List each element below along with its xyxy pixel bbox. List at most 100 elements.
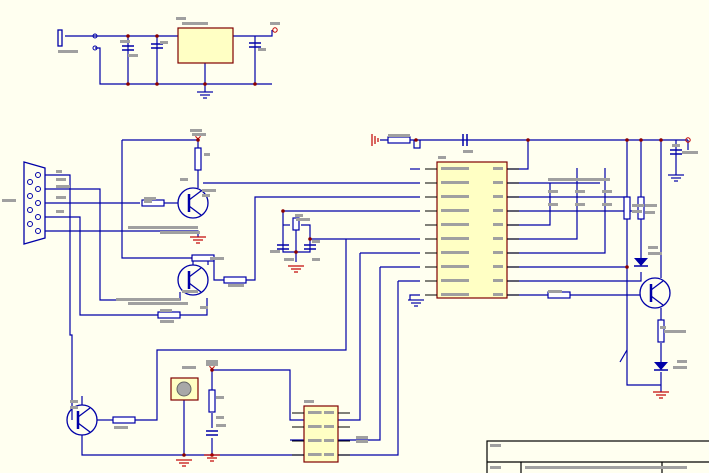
optocoupler-ic	[303, 405, 339, 463]
redacted-label	[388, 134, 410, 137]
transistor-collector	[77, 407, 91, 418]
wire	[409, 294, 420, 300]
resistor	[223, 276, 247, 284]
wire	[45, 188, 181, 301]
redacted-label	[182, 290, 198, 293]
ground-icon	[176, 459, 192, 467]
db9-pin	[27, 221, 33, 227]
junction-dot	[526, 138, 530, 142]
pin-label	[324, 439, 334, 442]
wire	[507, 272, 642, 282]
transistor-emitter	[77, 422, 91, 433]
transistor-emitter	[188, 282, 202, 293]
transistor-q3	[639, 277, 671, 309]
redacted-label	[663, 466, 687, 469]
pin-label	[441, 209, 469, 212]
wire	[338, 267, 381, 441]
redacted-label	[2, 199, 16, 202]
redacted-label	[192, 133, 206, 136]
redacted-label	[664, 330, 686, 333]
resistor	[637, 196, 645, 220]
redacted-label	[216, 424, 226, 427]
pin-label	[493, 251, 503, 254]
junction-dot	[210, 368, 214, 372]
redacted-label	[525, 466, 663, 469]
redacted-label	[648, 246, 658, 249]
wire	[45, 216, 158, 316]
pin-label	[441, 223, 469, 226]
transistor-q2	[177, 264, 209, 296]
db9-pin	[35, 228, 41, 234]
title-block	[486, 440, 709, 473]
redacted-label	[120, 40, 130, 43]
junction-dot	[203, 82, 207, 86]
transistor-collector	[188, 267, 202, 278]
redacted-label	[673, 366, 687, 369]
transistor-q1	[177, 187, 209, 219]
redacted-label	[190, 129, 202, 132]
redacted-label	[160, 231, 200, 234]
redacted-label	[182, 22, 208, 25]
db9-pin	[27, 207, 33, 213]
redacted-label	[677, 360, 687, 363]
db9-pin	[35, 200, 41, 206]
redacted-label	[128, 54, 138, 57]
redacted-label	[548, 203, 558, 206]
capacitor	[277, 244, 289, 250]
capacitor	[670, 149, 682, 155]
pin-label	[324, 453, 334, 456]
transistor-collector	[650, 280, 664, 291]
power-jack	[57, 29, 63, 47]
db9-pin	[27, 179, 33, 185]
ground-icon	[668, 174, 684, 182]
redacted-label	[128, 226, 198, 229]
pin-label	[441, 195, 469, 198]
redacted-label	[284, 258, 294, 261]
ground-icon	[190, 236, 206, 244]
redacted-label	[672, 144, 680, 147]
redacted-label	[216, 416, 224, 419]
wire	[282, 211, 311, 253]
pin-label	[441, 237, 469, 240]
transistor-collector	[188, 190, 202, 201]
redacted-label	[312, 258, 320, 261]
redacted-label	[182, 366, 196, 369]
wire	[626, 368, 661, 386]
pin-label	[493, 237, 503, 240]
pin-label	[441, 167, 469, 170]
redacted-label	[56, 185, 70, 188]
junction-dot	[126, 82, 130, 86]
redacted-label	[70, 406, 78, 409]
pin-label	[441, 181, 469, 184]
redacted-label	[160, 309, 172, 312]
pin-label	[308, 425, 322, 428]
redacted-label	[56, 210, 64, 213]
junction-dot	[253, 82, 257, 86]
redacted-label	[210, 257, 224, 260]
redacted-label	[296, 218, 310, 221]
pin-label	[493, 223, 503, 226]
transistor-emitter	[650, 295, 664, 306]
wire	[413, 140, 421, 149]
pin-label	[324, 425, 334, 428]
redacted-label	[548, 178, 610, 181]
redacted-label	[144, 200, 152, 203]
redacted-label	[270, 250, 280, 253]
redacted-label	[575, 203, 585, 206]
redacted-label	[548, 190, 558, 193]
led-triangle	[654, 362, 668, 370]
db9-connector	[23, 161, 46, 245]
voltage-regulator	[177, 27, 234, 64]
junction-dot	[625, 265, 629, 269]
transistor-q4	[66, 404, 98, 436]
push-button	[619, 349, 628, 363]
pin-label	[493, 279, 503, 282]
junction-dot	[414, 138, 418, 142]
pin-label	[493, 167, 503, 170]
ground-icon	[288, 265, 304, 273]
resistor	[208, 389, 216, 413]
jack-contact	[92, 45, 98, 51]
redacted-label	[438, 156, 446, 159]
pin-label	[324, 411, 334, 414]
main-ic	[436, 161, 508, 299]
